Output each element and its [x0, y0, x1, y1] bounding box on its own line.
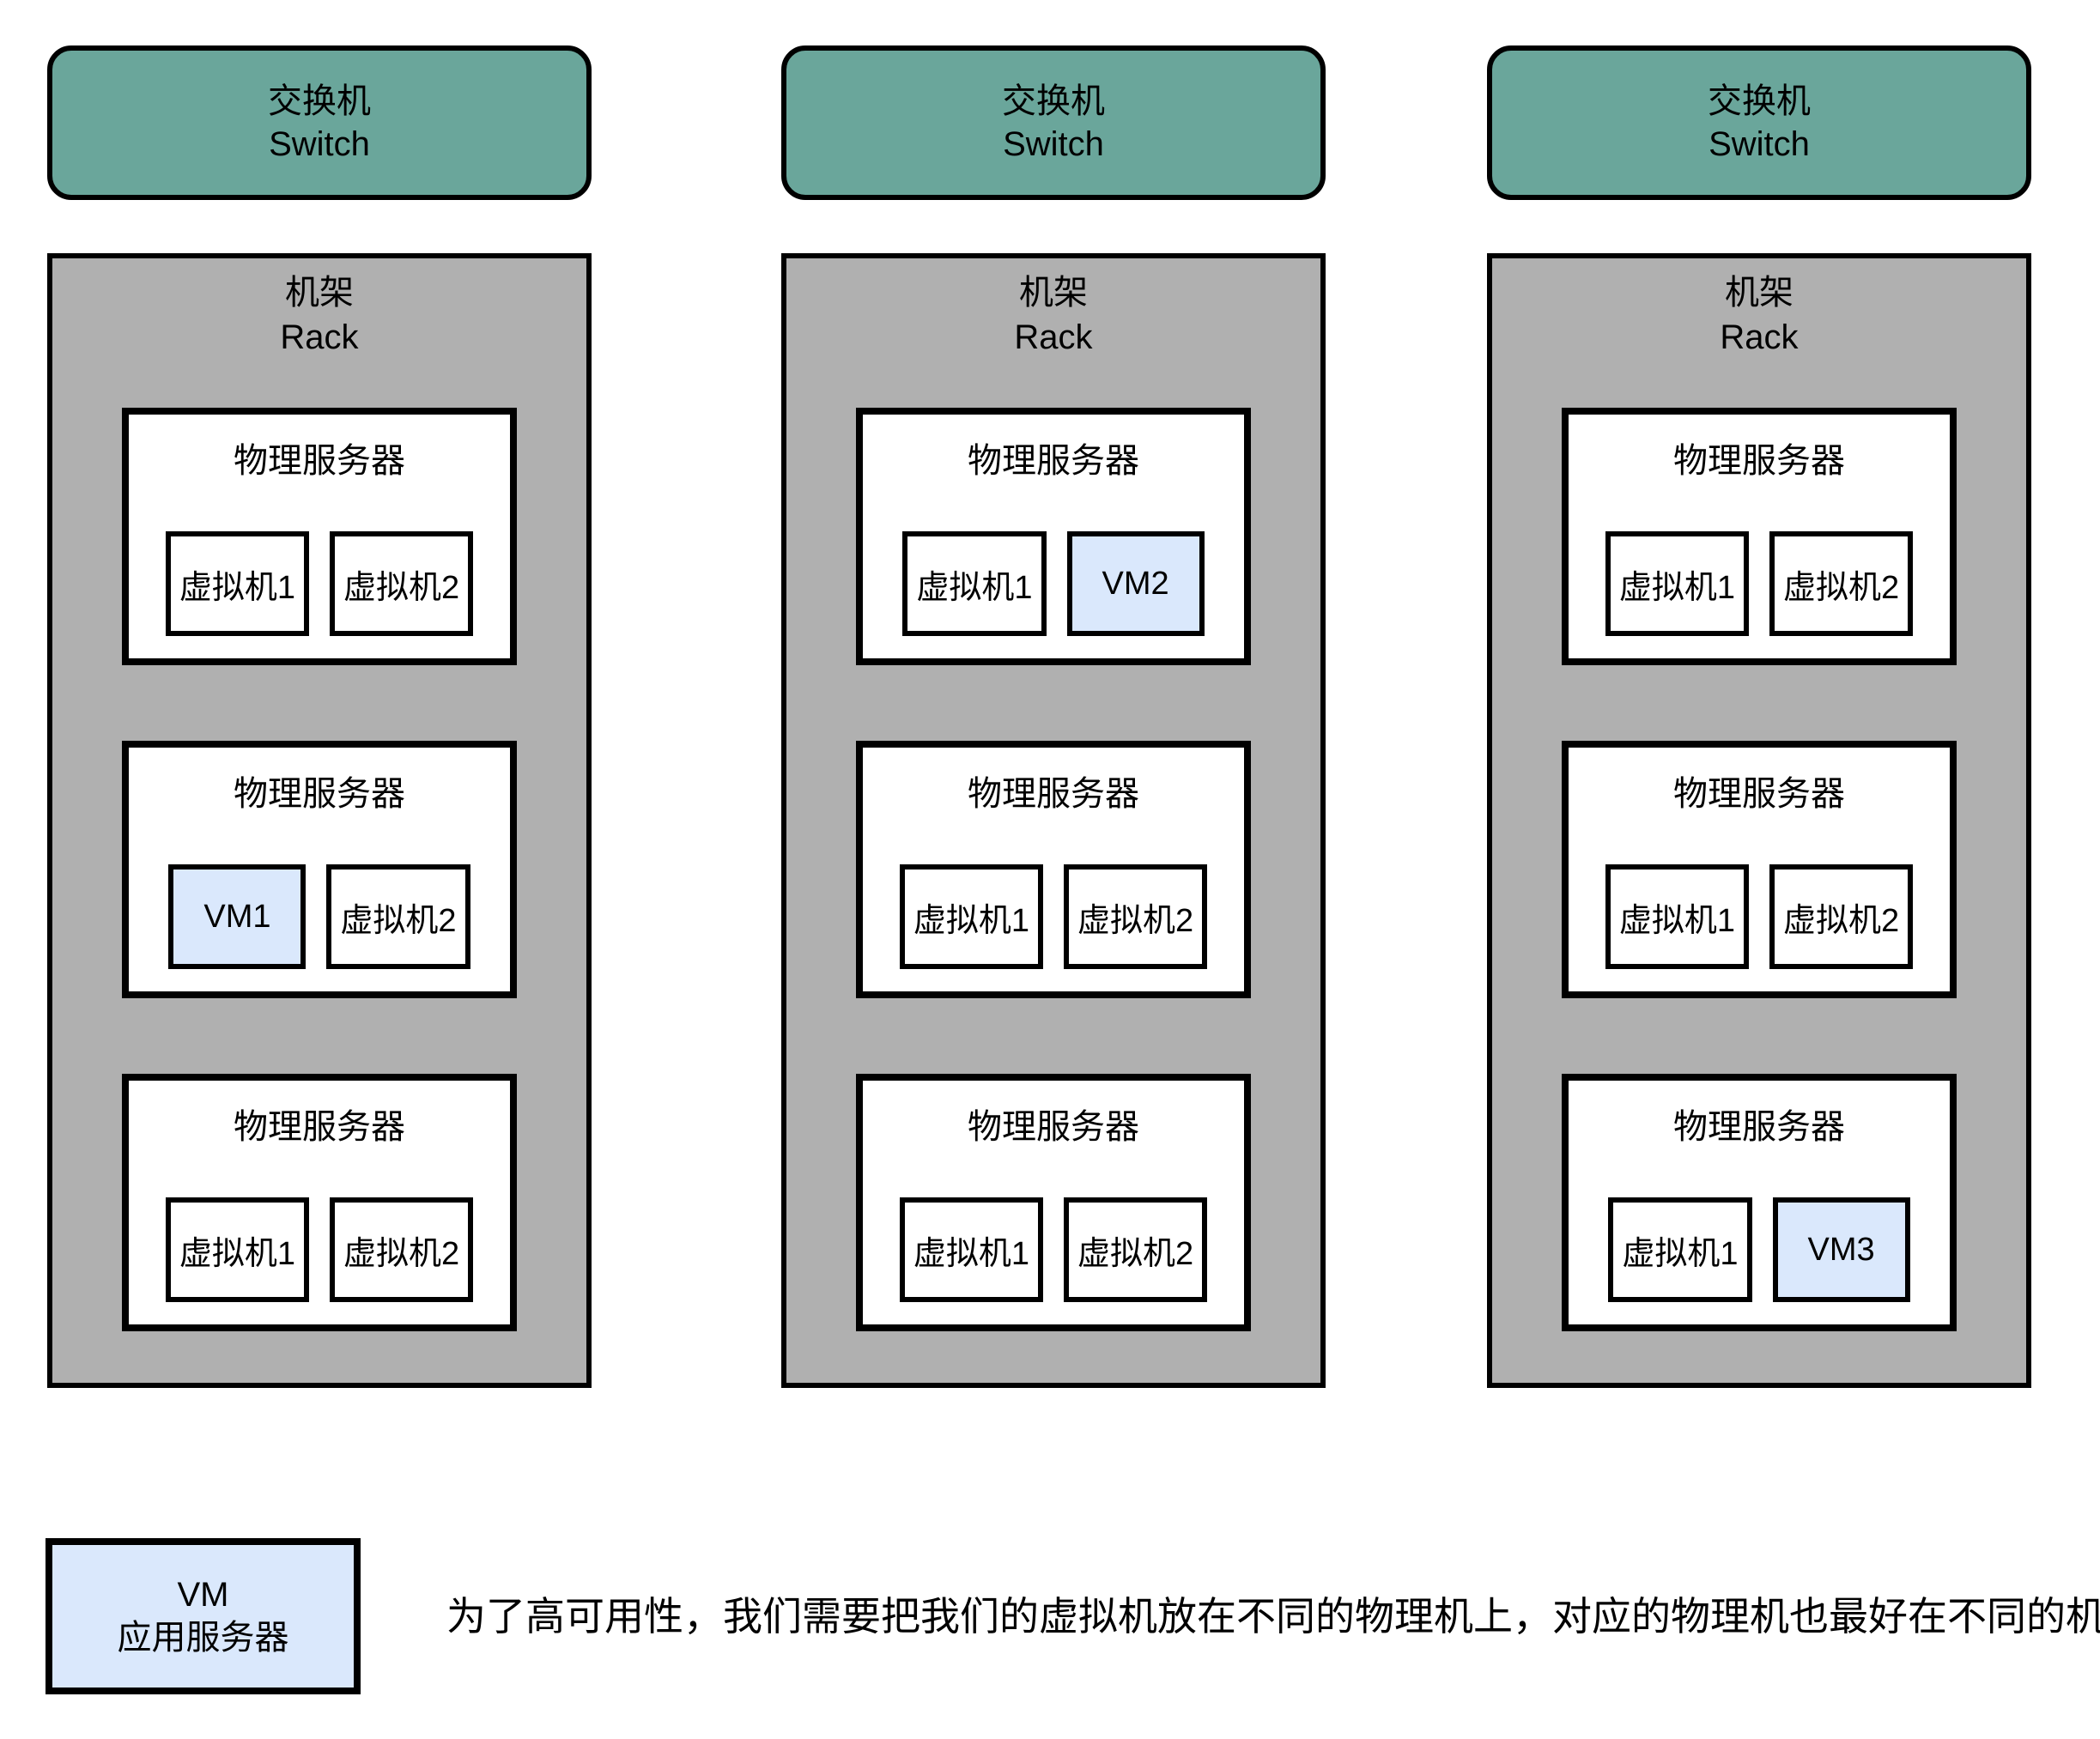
vm-node: 虚拟机1 — [902, 531, 1047, 636]
server-node: 物理服务器 VM1 虚拟机2 — [122, 741, 517, 998]
rack-node-2: 机架 Rack 物理服务器 虚拟机1 VM2 物理服务器 虚拟机1 虚拟机2 物… — [781, 253, 1326, 1388]
vm-node: 虚拟机2 — [1064, 1197, 1208, 1302]
legend-vm-app-server-box: VM 应用服务器 — [46, 1538, 361, 1694]
server-label: 物理服务器 — [968, 775, 1139, 813]
rack-node-3: 机架 Rack 物理服务器 虚拟机1 虚拟机2 物理服务器 虚拟机1 虚拟机2 … — [1487, 253, 2031, 1388]
rack-label: 机架 Rack — [1014, 270, 1092, 360]
vm-node: 虚拟机2 — [330, 1197, 474, 1302]
server-node: 物理服务器 虚拟机1 虚拟机2 — [856, 1074, 1251, 1331]
rack-label-zh: 机架 — [1018, 274, 1088, 312]
vm-row: 虚拟机1 虚拟机2 — [165, 1197, 474, 1302]
server-label: 物理服务器 — [1673, 775, 1845, 813]
server-label: 物理服务器 — [234, 442, 405, 480]
server-node: 物理服务器 虚拟机1 VM3 — [1562, 1074, 1957, 1331]
vm-node: 虚拟机1 — [165, 1197, 309, 1302]
vm-node: 虚拟机1 — [1608, 1197, 1752, 1302]
switch-label-en: Switch — [1709, 125, 1810, 163]
switch-node-2: 交换机 Switch — [781, 45, 1326, 200]
server-node: 物理服务器 虚拟机1 虚拟机2 — [122, 408, 517, 665]
rack-label-zh: 机架 — [1724, 274, 1793, 312]
switch-label-en: Switch — [269, 125, 370, 163]
switch-label-zh: 交换机 — [1002, 82, 1105, 120]
caption-text: 为了高可用性，我们需要把我们的虚拟机放在不同的物理机上，对应的物理机也最好在不同… — [446, 1594, 2100, 1639]
rack-label-en: Rack — [1014, 318, 1093, 356]
vm-node: 虚拟机1 — [1605, 531, 1749, 636]
vm-node: 虚拟机2 — [330, 531, 474, 636]
switch-node-1: 交换机 Switch — [47, 45, 592, 200]
server-node: 物理服务器 虚拟机1 VM2 — [856, 408, 1251, 665]
vm-node-highlighted: VM3 — [1772, 1197, 1910, 1302]
vm-row: 虚拟机1 VM2 — [902, 531, 1205, 636]
switch-label-en: Switch — [1003, 125, 1104, 163]
vm-node-highlighted: VM1 — [168, 864, 307, 969]
vm-row: 虚拟机1 虚拟机2 — [899, 864, 1208, 969]
vm-node: 虚拟机2 — [1769, 864, 1914, 969]
vm-row: 虚拟机1 虚拟机2 — [1605, 864, 1914, 969]
vm-node: 虚拟机1 — [899, 864, 1043, 969]
rack-column-1: 交换机 Switch 机架 Rack 物理服务器 虚拟机1 虚拟机2 物理服务器… — [47, 45, 592, 1388]
server-label: 物理服务器 — [968, 442, 1139, 480]
vm-row: 虚拟机1 虚拟机2 — [899, 1197, 1208, 1302]
vm-node: 虚拟机2 — [1064, 864, 1208, 969]
server-label: 物理服务器 — [234, 775, 405, 813]
switch-label-zh: 交换机 — [1708, 82, 1811, 120]
rack-label-zh: 机架 — [284, 274, 354, 312]
vm-node: 虚拟机1 — [899, 1197, 1043, 1302]
server-label: 物理服务器 — [1673, 442, 1845, 480]
rack-label: 机架 Rack — [280, 270, 358, 360]
vm-node: 虚拟机1 — [1605, 864, 1749, 969]
server-node: 物理服务器 虚拟机1 虚拟机2 — [122, 1074, 517, 1331]
server-node: 物理服务器 虚拟机1 虚拟机2 — [1562, 408, 1957, 665]
rack-label-en: Rack — [280, 318, 359, 356]
server-node: 物理服务器 虚拟机1 虚拟机2 — [856, 741, 1251, 998]
vm-row: 虚拟机1 虚拟机2 — [1605, 531, 1914, 636]
server-label: 物理服务器 — [234, 1108, 405, 1146]
vm-node: 虚拟机2 — [326, 864, 470, 969]
vm-node: 虚拟机1 — [165, 531, 309, 636]
rack-label-en: Rack — [1720, 318, 1799, 356]
rack-column-2: 交换机 Switch 机架 Rack 物理服务器 虚拟机1 VM2 物理服务器 … — [781, 45, 1326, 1388]
legend-line1: VM — [177, 1576, 229, 1614]
vm-row: 虚拟机1 VM3 — [1608, 1197, 1910, 1302]
rack-node-1: 机架 Rack 物理服务器 虚拟机1 虚拟机2 物理服务器 VM1 虚拟机2 物… — [47, 253, 592, 1388]
vm-node-highlighted: VM2 — [1066, 531, 1205, 636]
vm-row: 虚拟机1 虚拟机2 — [165, 531, 474, 636]
switch-node-3: 交换机 Switch — [1487, 45, 2031, 200]
server-label: 物理服务器 — [1673, 1108, 1845, 1146]
legend-line2: 应用服务器 — [117, 1619, 289, 1657]
vm-node: 虚拟机2 — [1769, 531, 1914, 636]
server-node: 物理服务器 虚拟机1 虚拟机2 — [1562, 741, 1957, 998]
switch-label-zh: 交换机 — [268, 82, 371, 120]
server-label: 物理服务器 — [968, 1108, 1139, 1146]
rack-label: 机架 Rack — [1720, 270, 1798, 360]
vm-row: VM1 虚拟机2 — [168, 864, 470, 969]
rack-column-3: 交换机 Switch 机架 Rack 物理服务器 虚拟机1 虚拟机2 物理服务器… — [1487, 45, 2031, 1388]
